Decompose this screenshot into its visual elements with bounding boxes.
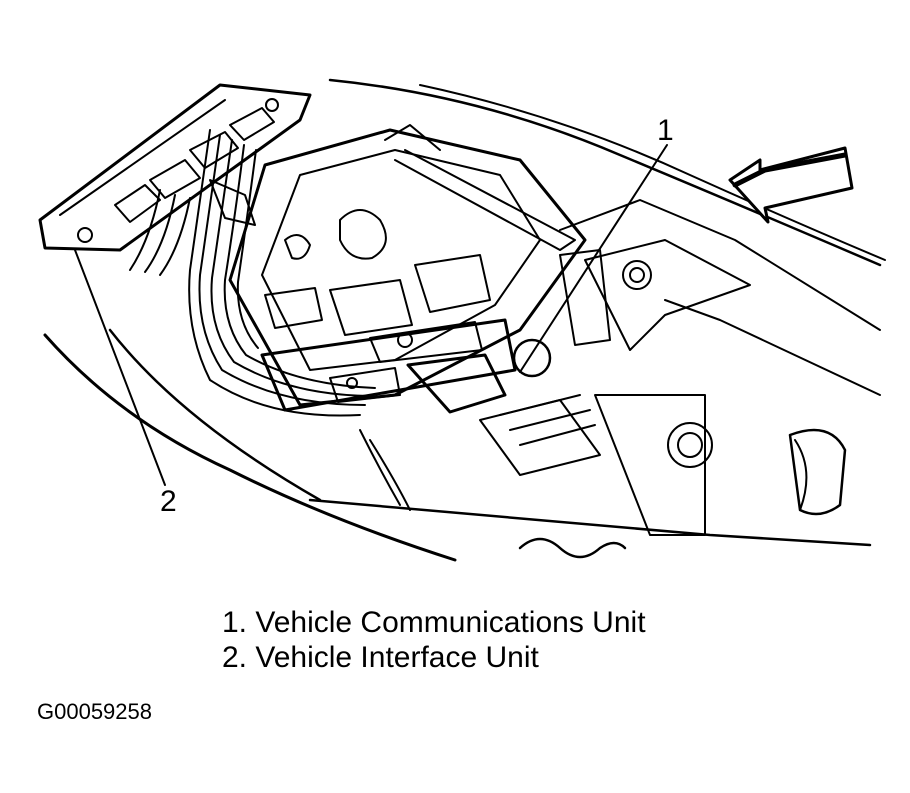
floor-panel-outline (43, 78, 886, 562)
legend-item-vehicle-communications-unit: 1. Vehicle Communications Unit (222, 606, 646, 639)
legend-item-vehicle-interface-unit: 2. Vehicle Interface Unit (222, 641, 539, 674)
vehicle-communications-unit-drawing (260, 318, 552, 414)
figure-id: G00059258 (37, 699, 152, 724)
leader-line-1 (519, 144, 668, 373)
front-direction-arrow (728, 146, 854, 224)
legend: 1. Vehicle Communications Unit 2. Vehicl… (222, 605, 646, 675)
hardware-bolts (479, 239, 847, 536)
vehicle-interface-unit-drawing (38, 83, 312, 252)
leader-line-2 (74, 249, 166, 486)
callout-2: 2 (160, 485, 177, 518)
callout-1: 1 (657, 114, 674, 147)
wavy-mark (518, 537, 627, 559)
wiring-harness (129, 129, 411, 511)
vehicle-component-drawing (38, 78, 886, 562)
mounting-bracket (228, 124, 587, 407)
